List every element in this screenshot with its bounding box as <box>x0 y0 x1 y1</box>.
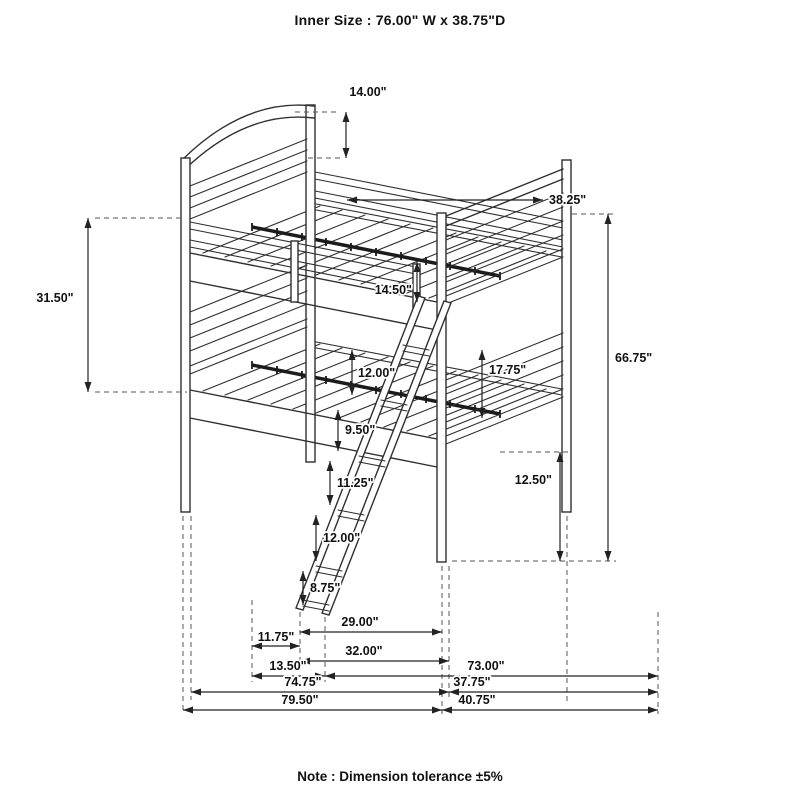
dim-label-ladder-run-outer: 32.00" <box>345 644 382 658</box>
ladder-rail-right <box>321 300 452 616</box>
tolerance-note: Note : Dimension tolerance ±5% <box>297 769 503 784</box>
dim-label-length-overall: 79.50" <box>281 693 318 707</box>
dim-label-rung-gap-3: 11.25" <box>337 476 374 490</box>
dimension-labels: 14.00" 38.25" 31.50" 14.50" 12.00" 17.75… <box>35 83 654 709</box>
dim-label-ladder-run-inner: 29.00" <box>341 615 378 629</box>
front-guard-rails <box>189 221 417 293</box>
dim-label-top-bunk-depth: 38.25" <box>549 193 586 207</box>
ladder-rungs <box>302 344 430 612</box>
headboard-lower-panel <box>189 264 308 375</box>
dim-label-headboard-top-height: 14.00" <box>349 85 386 99</box>
headboard-front-post <box>180 157 191 513</box>
footboard-lower-panel <box>445 332 564 445</box>
dim-label-overall-height: 66.75" <box>615 351 652 365</box>
dim-label-top-bunk-side-height: 31.50" <box>36 291 73 305</box>
dim-label-length-inner: 74.75" <box>284 675 321 689</box>
dim-label-depth-overall: 40.75" <box>458 693 495 707</box>
ladder-rail-left <box>295 295 426 611</box>
footboard-upper-panel <box>445 192 564 305</box>
dim-label-rung-gap-4: 12.00" <box>323 531 360 545</box>
ladder <box>295 295 452 616</box>
dim-label-rung-gap-5: 8.75" <box>310 581 340 595</box>
dim-label-guard-rail-height: 14.50" <box>375 283 412 297</box>
dimension-lines <box>84 112 658 714</box>
dim-label-rung-gap-1: 12.00" <box>358 366 395 380</box>
guard-mid-post <box>290 240 299 303</box>
dim-label-depth-inner: 37.75" <box>453 675 490 689</box>
dim-label-rung-gap-2: 9.50" <box>345 423 375 437</box>
front-rails <box>189 252 443 469</box>
dim-label-footboard-panel-height: 17.75" <box>489 363 526 377</box>
dim-label-ladder-offset-inner: 11.75" <box>258 630 295 644</box>
bed-drawing <box>180 104 572 616</box>
footboard-back-post <box>561 159 572 513</box>
dim-label-floor-span: 73.00" <box>467 659 504 673</box>
headboard-upper-panel <box>189 138 308 220</box>
inner-size-title: Inner Size : 76.00" W x 38.75"D <box>294 12 506 28</box>
dim-label-leg-height: 12.50" <box>515 473 552 487</box>
footboard-front-post <box>436 212 447 563</box>
headboard-back-post <box>305 104 316 463</box>
dim-label-ladder-offset-outer: 13.50" <box>269 659 306 673</box>
headboard-arch <box>181 104 315 173</box>
